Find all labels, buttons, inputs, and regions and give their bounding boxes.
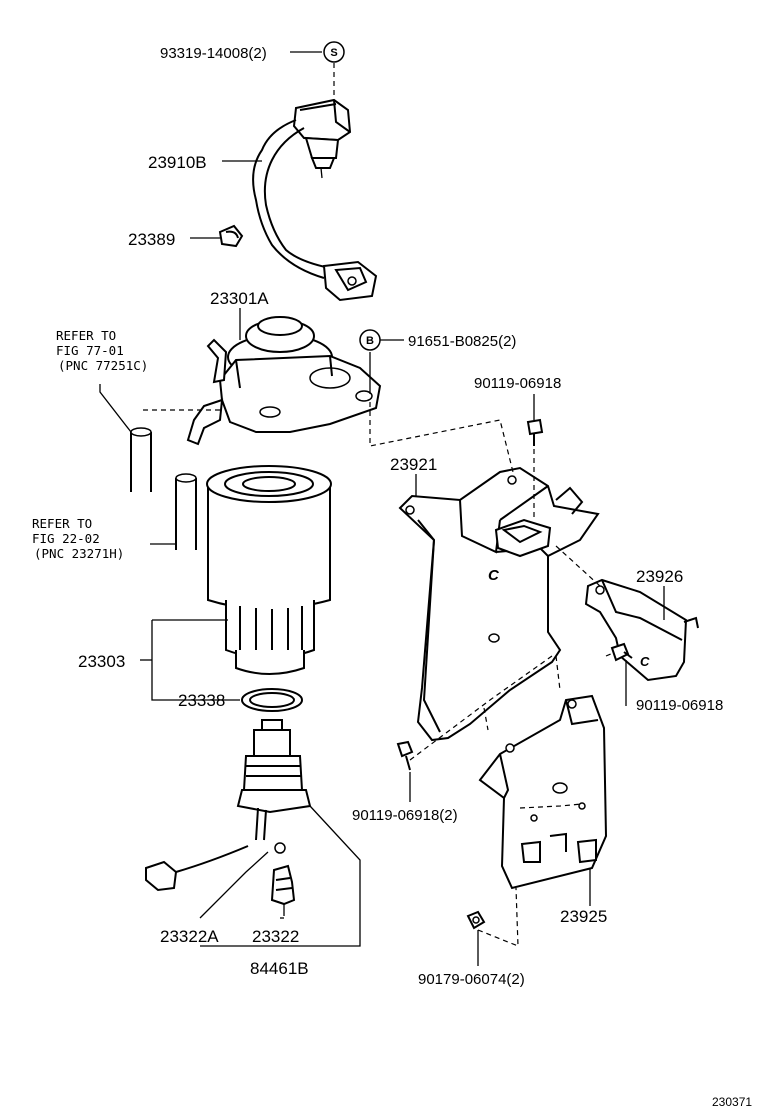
refer-2-line2: FIG 22-02 (32, 531, 100, 546)
label-bracket: 23921 (390, 455, 437, 474)
label-clamp: 23389 (128, 230, 175, 249)
bracket-plate: C (584, 578, 699, 682)
svg-text:C: C (640, 654, 650, 669)
water-level-sensor (252, 98, 378, 302)
refer-2-line1: REFER TO (32, 516, 92, 531)
o-ring (241, 688, 303, 712)
label-drain-connector: 23322A (160, 927, 219, 946)
refer-note-1: REFER TO FIG 77-01 (PNC 77251C) (56, 328, 148, 373)
hose-stubs (130, 409, 220, 550)
label-o-ring: 23338 (178, 691, 225, 710)
label-drain-plug: 23322 (252, 927, 299, 946)
sedimenter-bowl (236, 719, 312, 841)
label-filter-element: 23303 (78, 652, 125, 671)
label-bracket-plate: 23926 (636, 567, 683, 586)
label-sensor-harness: 23910B (148, 153, 207, 172)
badge-s: S (323, 41, 345, 63)
label-sedimenter-assy: 84461B (250, 959, 309, 978)
bolts-nuts (396, 418, 633, 930)
label-sensor-bolt: 93319-14008(2) (160, 45, 267, 62)
label-bracket-bolt-top: 90119-06918 (474, 375, 561, 392)
harness-clamp (218, 224, 244, 248)
svg-text:C: C (488, 567, 500, 584)
badge-b-text: B (366, 335, 374, 347)
drain-plug (270, 864, 296, 916)
fuel-filter-element (206, 465, 332, 675)
refer-1-line2: FIG 77-01 (56, 343, 124, 358)
label-nut: 90179-06074(2) (418, 971, 525, 988)
label-plate-bolt: 90119-06918 (636, 697, 723, 714)
badge-b: B (359, 329, 381, 351)
label-filter-head: 23301A (210, 289, 269, 308)
bracket-dashed-guides (369, 402, 621, 947)
figure-number: 230371 (712, 1095, 752, 1109)
label-head-bolt: 91651-B0825(2) (408, 333, 516, 350)
refer-2-line3: (PNC 23271H) (34, 546, 124, 561)
badge-s-text: S (330, 47, 337, 59)
main-bracket: C (398, 466, 600, 742)
fuel-filter-head (186, 316, 382, 446)
leader-lines (99, 51, 665, 966)
refer-1-line3: (PNC 77251C) (58, 358, 148, 373)
refer-1-line1: REFER TO (56, 328, 116, 343)
label-lower-bracket: 23925 (560, 907, 607, 926)
drain-connector (145, 842, 286, 892)
label-bracket-bolt-left: 90119-06918(2) (352, 807, 458, 824)
refer-note-2: REFER TO FIG 22-02 (PNC 23271H) (32, 516, 124, 561)
lower-bracket (478, 694, 608, 890)
